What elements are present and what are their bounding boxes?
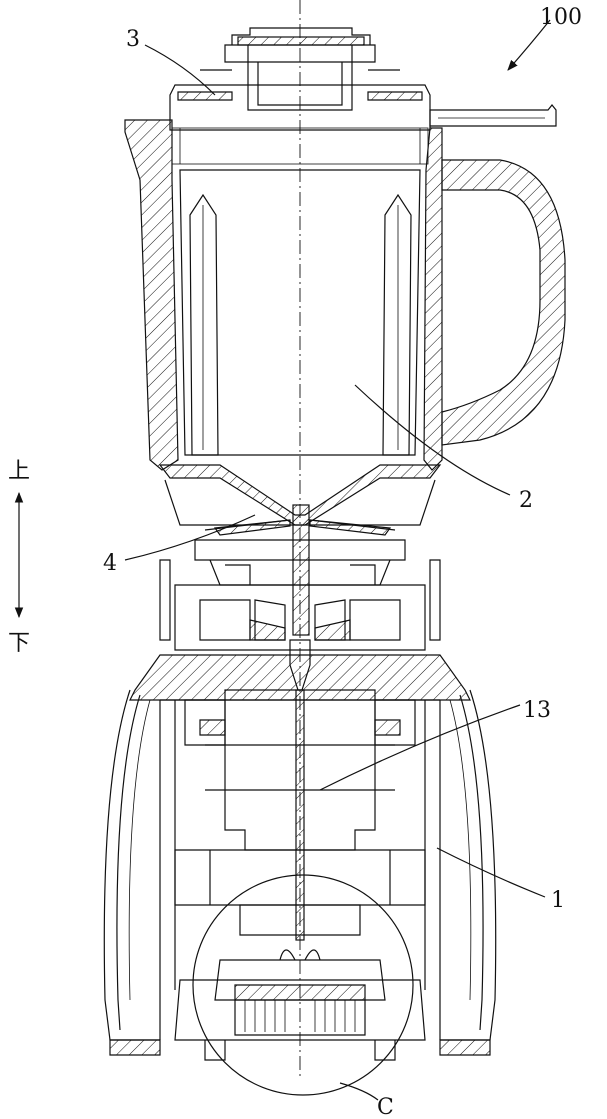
label-detail: C [377,1095,394,1119]
lid-hinge-bar [430,105,556,126]
cup [125,120,442,525]
label-cup: 2 [519,488,533,513]
direction-up-label: 上 [8,459,30,484]
direction-indicator: 上 下 [8,459,30,656]
leader-line-detail [340,1083,378,1100]
direction-down-label: 下 [8,631,30,656]
label-blade: 4 [103,551,117,576]
handle [442,160,565,445]
leader-line-motor [320,705,520,790]
label-assembly: 100 [540,5,582,30]
motor [175,690,425,940]
label-motor: 13 [523,698,551,723]
label-base: 1 [551,888,565,913]
leader-line-blade [125,515,255,560]
label-lid: 3 [126,27,140,52]
leader-line-base [437,848,545,897]
